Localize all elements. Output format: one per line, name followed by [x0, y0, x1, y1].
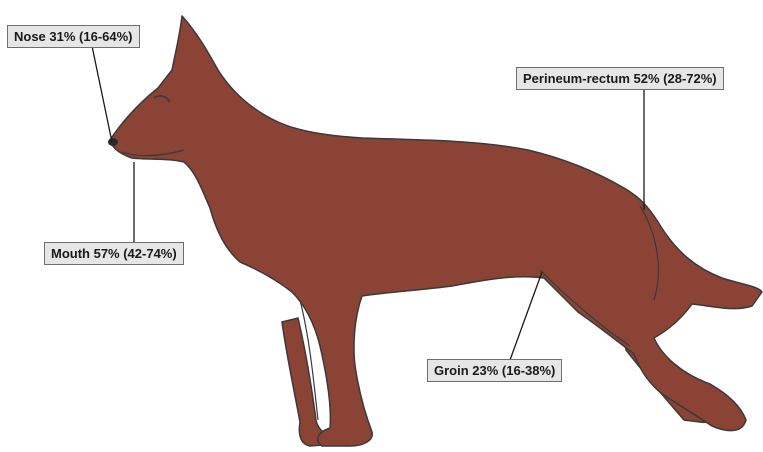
nose-leader-line	[92, 46, 112, 142]
mouth-label: Mouth 57% (42-74%)	[44, 242, 184, 265]
dog-nose-tip	[108, 138, 118, 146]
groin-label: Groin 23% (16-38%)	[427, 359, 562, 382]
groin-leader-line	[510, 272, 542, 360]
perineum-rectum-label: Perineum-rectum 52% (28-72%)	[516, 67, 724, 90]
nose-label: Nose 31% (16-64%)	[7, 25, 140, 48]
